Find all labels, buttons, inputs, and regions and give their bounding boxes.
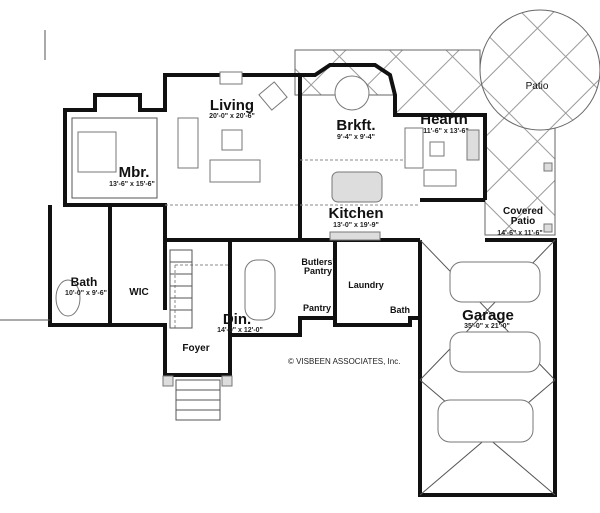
room-label-din: Din.	[222, 311, 252, 328]
room-label-covered-patio: Covered Patio	[502, 206, 543, 227]
room-label-wic: WIC	[129, 287, 149, 298]
interior-details	[0, 30, 556, 496]
front-steps	[162, 375, 233, 421]
room-label-bath: Bath	[70, 275, 98, 289]
room-label-living: Living	[209, 97, 255, 114]
room-dims-kitchen: 13'-0" x 19'-9"	[333, 222, 379, 229]
copyright-notice: © VISBEEN ASSOCIATES, Inc.	[288, 357, 401, 366]
room-label-garage: Garage	[462, 307, 514, 324]
room-dims-hearth: 11'-6" x 13'-6"	[423, 128, 469, 135]
room-dims-mbr: 13'-6" x 15'-6"	[109, 181, 155, 188]
room-label-brkft: Brkft.	[336, 117, 376, 134]
room-label-patio: Patio	[525, 81, 549, 92]
patio-area	[294, 9, 600, 236]
room-dims-covered-patio: 14'-6" x 11'-6"	[497, 230, 543, 237]
room-label-half-bath: Bath	[390, 305, 410, 315]
room-dims-living: 20'-0" x 20'-6"	[209, 113, 255, 120]
room-dims-bath: 10'-0" x 9'-6"	[65, 290, 107, 297]
room-label-butlers-pantry: Butlers' Pantry	[301, 257, 335, 276]
room-label-laundry: Laundry	[348, 280, 384, 290]
room-dims-brkft: 9'-4" x 9'-4"	[337, 134, 375, 141]
staircase	[169, 249, 193, 329]
room-dims-garage: 35'-0" x 21'-0"	[464, 323, 510, 330]
room-label-mbr: Mbr.	[118, 164, 150, 181]
room-label-hearth: Hearth	[420, 111, 468, 128]
room-label-foyer: Foyer	[182, 343, 210, 354]
room-label-pantry: Pantry	[302, 303, 332, 313]
room-label-kitchen: Kitchen	[328, 205, 384, 222]
room-dims-din: 14'-0" x 12'-0"	[217, 327, 263, 334]
